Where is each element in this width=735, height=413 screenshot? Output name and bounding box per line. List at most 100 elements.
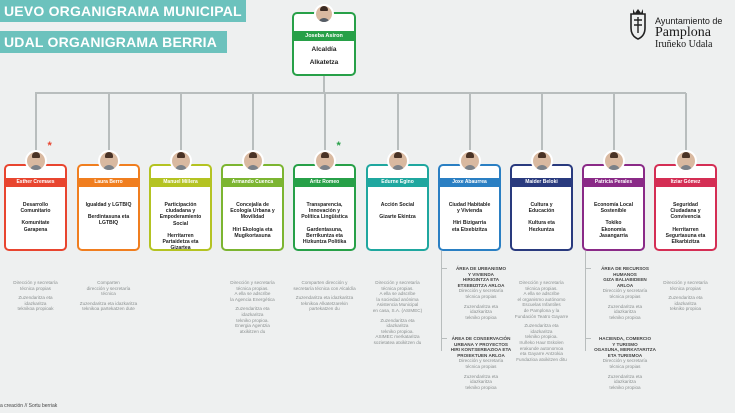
note-line: técnica propias bbox=[20, 285, 51, 291]
note-line: idazkaritza bbox=[530, 328, 553, 334]
note-line: Zuzendaritza eta bbox=[524, 323, 559, 329]
area-line: Zuzendaritza eta bbox=[463, 303, 499, 309]
coat-of-arms-icon bbox=[630, 9, 646, 40]
note-line: tekniko propioa. bbox=[525, 334, 558, 340]
area-line: tekniko propioa bbox=[465, 314, 497, 320]
area-connector bbox=[585, 251, 586, 351]
note-line: ASIMEC merkataritza bbox=[375, 334, 420, 340]
area-line: tekniko propioa bbox=[609, 384, 641, 390]
area-line: Dirección y secretaría bbox=[458, 288, 504, 294]
councillor-avatar bbox=[386, 150, 409, 172]
branch-connector bbox=[684, 93, 687, 164]
area-line: Dirección y secretaría bbox=[602, 358, 648, 364]
note-line: técnica propias. bbox=[381, 285, 414, 291]
mayor-name: Joseba Asiron bbox=[294, 31, 354, 41]
area-title: ÁREA DE CONSERVACIÓN bbox=[451, 336, 511, 341]
area-line: tekniko propioa bbox=[465, 384, 497, 390]
councillor-avatar bbox=[602, 150, 625, 172]
councillor-avatar bbox=[530, 150, 553, 172]
note-line: Zuzendaritza eta idazkaritza bbox=[295, 295, 354, 301]
branch-connector bbox=[179, 93, 182, 164]
branch-connector bbox=[34, 93, 37, 164]
note-line: el organismo autónomo bbox=[517, 296, 566, 302]
note-line: Zuzendaritza eta bbox=[668, 295, 703, 301]
logo-line-2: Pamplona bbox=[655, 25, 711, 40]
councillor-name: Joxe Abaurrea bbox=[440, 178, 499, 187]
area-subtitle: ARLOA bbox=[616, 282, 634, 288]
area-subtitle: PROIEKTUEN ARLOA bbox=[457, 352, 505, 358]
branch-connector bbox=[251, 93, 254, 164]
note-line: Fundazioa atxikitzen ditu bbox=[516, 356, 567, 362]
area-line: técnica propias bbox=[609, 293, 641, 299]
branch-connector bbox=[323, 93, 326, 164]
note-line: sozietatea atxikitzen du bbox=[373, 339, 422, 345]
note-line: tekniko propioa. bbox=[236, 317, 269, 323]
area-line: técnica propias bbox=[465, 363, 497, 369]
area-line: idazkaritza bbox=[614, 309, 636, 315]
logo-line-3: Iruñeko Udala bbox=[655, 39, 713, 50]
councillor-avatar bbox=[458, 150, 481, 172]
department-name-es: Igualdad y LGTBIQ bbox=[85, 202, 132, 208]
new-department-star-icon: * bbox=[47, 140, 52, 152]
note-line: Dirección y secretaría bbox=[230, 280, 275, 285]
area-connector bbox=[441, 251, 442, 351]
new-department-star-icon: * bbox=[336, 140, 341, 152]
note-line: idazkaritza bbox=[386, 323, 409, 329]
note-line: secretaría técnica con Alcaldía bbox=[293, 285, 356, 291]
avatar-body bbox=[535, 165, 548, 170]
councillor-avatar bbox=[169, 150, 192, 172]
note-line: Zuzendaritza eta bbox=[380, 317, 415, 323]
branch-connector bbox=[612, 93, 615, 164]
area-line: idazkaritza bbox=[470, 309, 492, 315]
mayor-title-eu: Alkatetza bbox=[309, 59, 339, 66]
area-subtitle: ETA TURISMOA bbox=[607, 352, 643, 358]
councillor-name: Patricia Perales bbox=[584, 178, 643, 187]
note-line: Dirección y secretaría bbox=[663, 280, 708, 285]
area-subtitle: GIZA BALIABIDEEN bbox=[603, 277, 647, 283]
area-title: Y TURISMO bbox=[612, 341, 638, 347]
branch-connector bbox=[468, 93, 471, 164]
branch-connector bbox=[107, 93, 110, 164]
note-line: en casa, S.A. (ASIMEC) bbox=[372, 307, 423, 313]
horizontal-connector bbox=[35, 92, 686, 94]
note-line: Dirección y secretaría bbox=[375, 280, 420, 285]
note-line: Comparten dirección y bbox=[301, 280, 348, 285]
mayor-avatar bbox=[314, 4, 334, 24]
area-subtitle: OGASUNA, MERKATARITZA bbox=[594, 347, 656, 353]
footer-legend: a creación // Sortu berriak bbox=[0, 403, 58, 409]
avatar-body bbox=[246, 165, 259, 170]
area-line: idazkaritza bbox=[614, 379, 636, 385]
note-line: Comparten bbox=[97, 280, 120, 285]
note-line: Zuzendaritza eta bbox=[235, 306, 270, 312]
note-line: idazkaritza bbox=[241, 311, 264, 317]
note-line: Dirección y secretaría bbox=[519, 280, 564, 285]
area-line: Zuzendaritza eta bbox=[607, 373, 643, 379]
note-line: dirección y secretaría bbox=[86, 285, 131, 291]
note-line: A ella se adscribe bbox=[234, 291, 271, 297]
avatar-body bbox=[102, 165, 115, 170]
branch-connector bbox=[540, 93, 543, 164]
councillor-name: Esther Cremaes bbox=[6, 178, 65, 187]
